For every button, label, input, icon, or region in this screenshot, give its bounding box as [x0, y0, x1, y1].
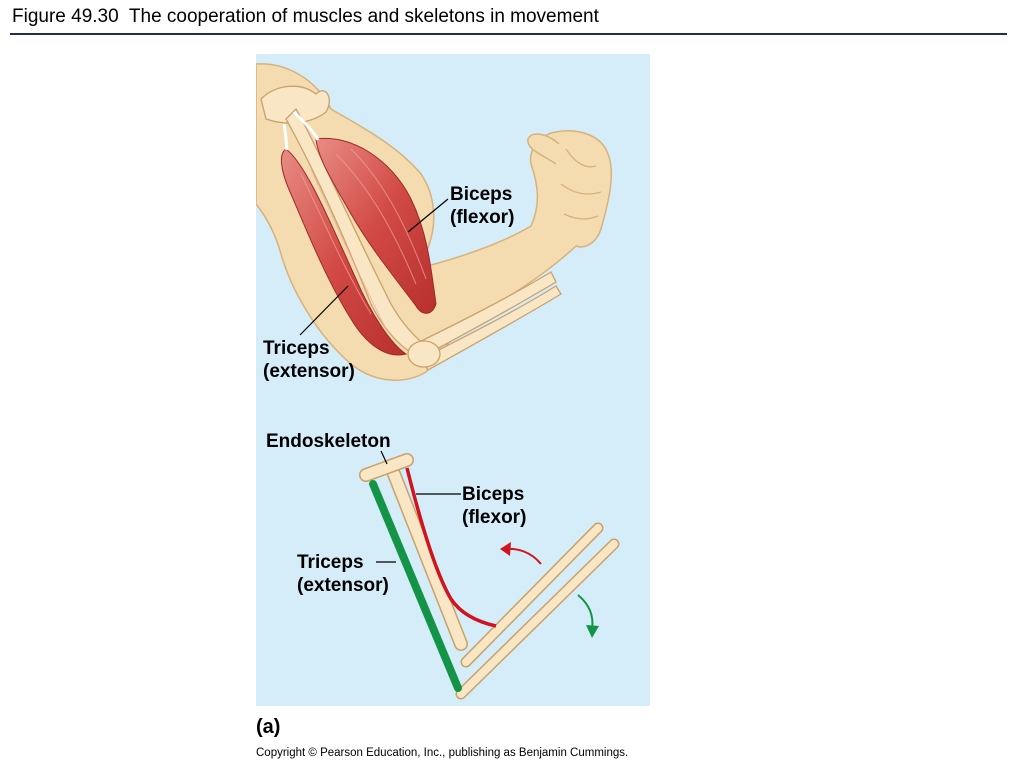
- biceps-leader-line: [407, 198, 449, 233]
- model-biceps-sublabel: (flexor): [462, 507, 526, 528]
- forearm-bar-inner-fill: [462, 524, 602, 666]
- endoskeleton-label: Endoskeleton: [266, 431, 391, 452]
- thumb: [527, 133, 560, 165]
- forearm-bone-radius: [410, 271, 557, 360]
- triceps-tendon: [282, 123, 289, 151]
- endoskeleton-leader-line: [380, 450, 388, 465]
- arm-triceps-label: Triceps: [263, 338, 330, 359]
- forearm-bar-outer-fill: [457, 540, 618, 698]
- flexion-arrowhead-icon: [500, 542, 511, 556]
- extension-arrowhead-icon: [586, 625, 599, 638]
- model-biceps-label: Biceps: [462, 484, 524, 505]
- arm-illustration: [256, 63, 613, 381]
- arm-biceps-label: Biceps: [450, 184, 512, 205]
- triceps-leader-line: [299, 285, 349, 336]
- model-triceps-band: [369, 480, 462, 692]
- triceps-muscle: [280, 148, 408, 356]
- upper-arm-bar-fill: [388, 468, 467, 650]
- panel-label: (a): [256, 716, 281, 738]
- arm-biceps-sublabel: (flexor): [450, 207, 514, 228]
- arm-triceps-sublabel: (extensor): [263, 361, 355, 382]
- model-triceps-label: Triceps: [297, 552, 364, 573]
- biceps-muscle: [315, 137, 437, 314]
- fist-knuckles: [560, 148, 602, 220]
- elbow-joint: [407, 340, 441, 368]
- biceps-tendon: [292, 110, 320, 141]
- muscle-fibers: [300, 148, 427, 330]
- title-divider: [10, 33, 1007, 35]
- skeleton-cap-fill: [360, 454, 413, 481]
- endoskeleton-model: [359, 453, 620, 700]
- copyright-notice: Copyright © Pearson Education, Inc., pub…: [256, 747, 629, 759]
- model-biceps-band: [405, 467, 497, 628]
- model-triceps-sublabel: (extensor): [297, 575, 389, 596]
- figure-panel: Biceps (flexor) Triceps (extensor) Endos…: [256, 54, 650, 706]
- forearm-bone-ulna: [420, 285, 562, 371]
- slide-title: Figure 49.30 The cooperation of muscles …: [12, 6, 599, 27]
